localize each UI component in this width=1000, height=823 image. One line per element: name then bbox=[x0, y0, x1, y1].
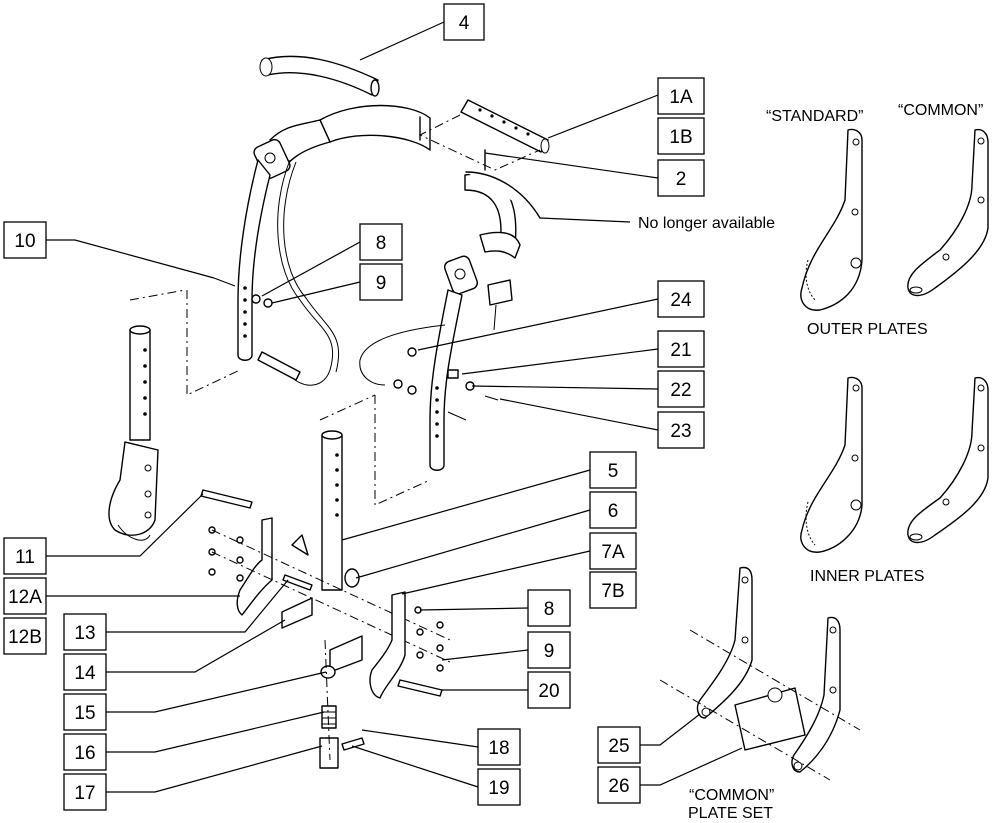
svg-text:4: 4 bbox=[459, 13, 470, 34]
svg-text:25: 25 bbox=[608, 736, 629, 757]
callout-8-bottom: 8 bbox=[527, 589, 571, 627]
callout-19: 19 bbox=[477, 768, 521, 806]
svg-text:13: 13 bbox=[74, 623, 95, 644]
callout-23: 23 bbox=[657, 411, 705, 449]
svg-text:15: 15 bbox=[74, 703, 95, 724]
svg-text:11: 11 bbox=[15, 547, 35, 568]
svg-text:9: 9 bbox=[544, 641, 555, 662]
callout-26: 26 bbox=[597, 766, 641, 804]
callout-24: 24 bbox=[657, 280, 705, 318]
callout-25: 25 bbox=[597, 726, 641, 764]
svg-text:19: 19 bbox=[488, 778, 509, 799]
callout-18: 18 bbox=[477, 728, 521, 766]
callout-17: 17 bbox=[63, 773, 107, 811]
svg-text:8: 8 bbox=[376, 233, 387, 254]
callout-12a: 12A bbox=[3, 577, 47, 615]
common-plate-set-line1: “COMMON” bbox=[689, 787, 774, 804]
callout-7b: 7B bbox=[589, 571, 637, 609]
svg-text:24: 24 bbox=[670, 290, 692, 311]
svg-text:22: 22 bbox=[670, 380, 691, 401]
svg-text:8: 8 bbox=[544, 599, 555, 620]
callout-12b: 12B bbox=[3, 617, 47, 655]
svg-text:6: 6 bbox=[608, 501, 619, 522]
part-5-tube bbox=[321, 434, 343, 591]
callout-2: 2 bbox=[657, 159, 705, 197]
svg-text:9: 9 bbox=[376, 273, 387, 294]
svg-text:20: 20 bbox=[538, 681, 559, 702]
text-labels: No longer available “STANDARD” “COMMON” … bbox=[638, 102, 983, 822]
callout-9-bottom: 9 bbox=[527, 631, 571, 669]
leader-lines bbox=[46, 21, 743, 793]
callout-8-top: 8 bbox=[359, 223, 403, 261]
inner-plate-standard bbox=[800, 376, 863, 553]
svg-text:14: 14 bbox=[74, 663, 96, 684]
standard-label: “STANDARD” bbox=[766, 108, 863, 125]
svg-text:17: 17 bbox=[74, 783, 95, 804]
svg-text:21: 21 bbox=[670, 340, 691, 361]
svg-text:26: 26 bbox=[608, 776, 629, 797]
outer-plates-label: OUTER PLATES bbox=[807, 321, 928, 338]
part-1a-tube bbox=[460, 99, 549, 153]
callout-9-top: 9 bbox=[359, 263, 403, 301]
common-plate-set-line2: PLATE SET bbox=[688, 805, 773, 822]
no-longer-available-label: No longer available bbox=[638, 215, 775, 232]
common-label: “COMMON” bbox=[898, 102, 983, 119]
svg-text:23: 23 bbox=[670, 421, 691, 442]
callout-7a: 7A bbox=[589, 532, 637, 570]
callout-14: 14 bbox=[63, 653, 107, 691]
svg-text:7B: 7B bbox=[601, 581, 624, 602]
outer-plate-standard bbox=[800, 128, 863, 311]
inner-plate-common bbox=[907, 376, 989, 544]
svg-text:18: 18 bbox=[488, 738, 509, 759]
svg-text:10: 10 bbox=[14, 231, 35, 252]
plates-drawing bbox=[659, 128, 989, 781]
svg-text:7A: 7A bbox=[601, 542, 625, 563]
callout-13: 13 bbox=[63, 613, 107, 651]
callout-16: 16 bbox=[63, 733, 107, 771]
armrest-assembly-drawing bbox=[108, 55, 550, 769]
callout-15: 15 bbox=[63, 693, 107, 731]
callout-10: 10 bbox=[3, 221, 47, 259]
part-4-grip-tube bbox=[261, 55, 379, 96]
svg-text:12A: 12A bbox=[8, 587, 42, 608]
svg-text:12B: 12B bbox=[8, 627, 42, 648]
inner-plates-label: INNER PLATES bbox=[810, 568, 924, 585]
callout-20: 20 bbox=[527, 671, 571, 709]
callout-21: 21 bbox=[657, 330, 705, 368]
svg-text:1A: 1A bbox=[669, 87, 693, 108]
callout-boxes: 4 1A 1B 2 10 8 9 24 21 22 23 5 6 7A 7B 1… bbox=[3, 3, 705, 811]
left-arm-frame bbox=[319, 104, 431, 151]
callout-6: 6 bbox=[589, 491, 637, 529]
callout-4: 4 bbox=[443, 3, 485, 41]
svg-text:5: 5 bbox=[608, 461, 619, 482]
callout-1b: 1B bbox=[657, 117, 705, 155]
callout-22: 22 bbox=[657, 370, 705, 408]
svg-text:2: 2 bbox=[676, 169, 687, 190]
callout-11: 11 bbox=[3, 537, 47, 575]
outer-plate-common bbox=[907, 128, 989, 297]
callout-1a: 1A bbox=[657, 77, 705, 115]
callout-5: 5 bbox=[589, 451, 637, 489]
svg-text:16: 16 bbox=[74, 743, 95, 764]
svg-text:1B: 1B bbox=[669, 127, 692, 148]
